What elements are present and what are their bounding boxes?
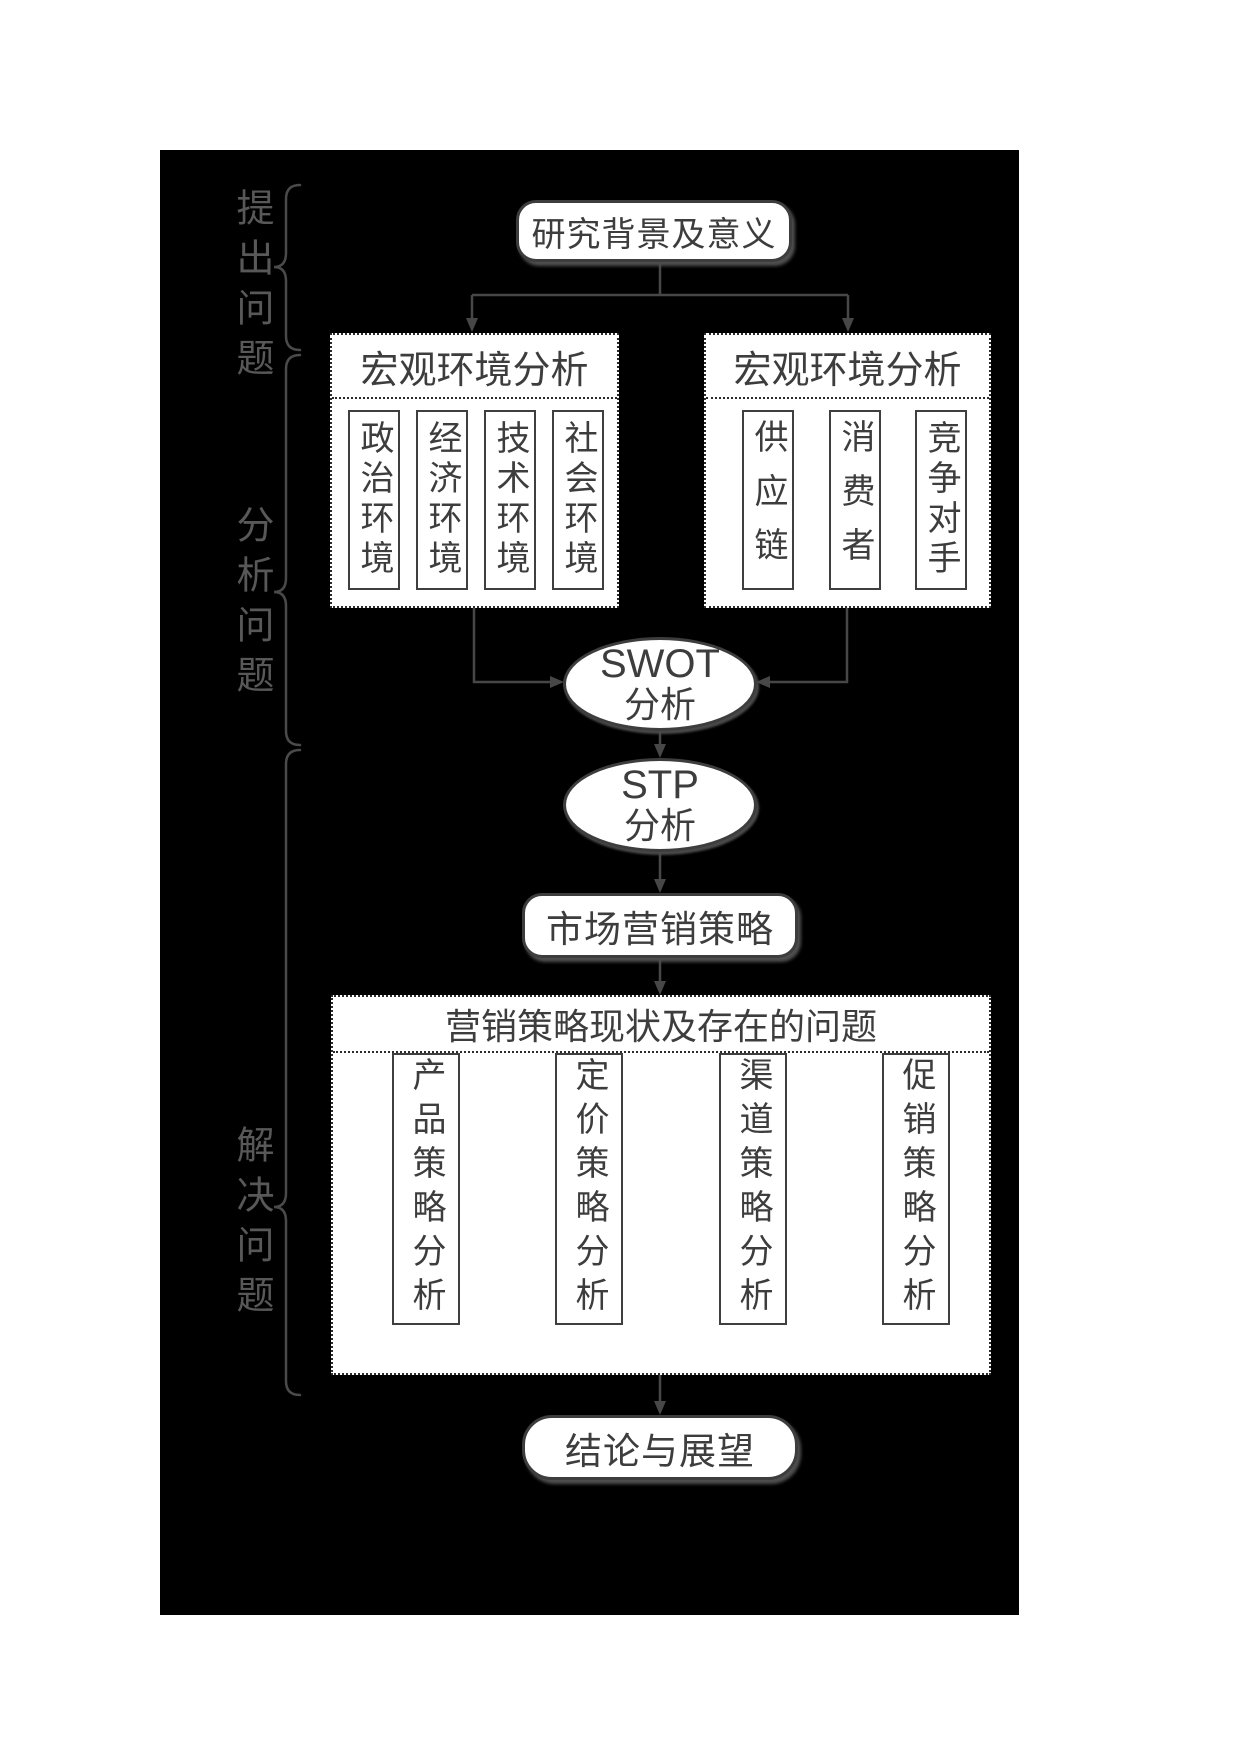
diagram-canvas: 提出问题 分析问题 解决问题 研究背景及意义 宏观环境分析 政治环境 经济环境 …	[160, 150, 1019, 1615]
status-item-promotion-strategy: 促销策略分析	[882, 1053, 950, 1325]
arrow-down-icon	[654, 744, 666, 758]
curly-brace-solve-problem	[273, 748, 302, 1397]
micro-item-supply-chain: 供应链	[742, 410, 794, 590]
stage-label-raise-problem: 提出问题	[230, 188, 272, 388]
stp-label-line2: 分析	[623, 805, 696, 847]
node-conclusion: 结论与展望	[522, 1415, 798, 1480]
arrow-down-icon	[654, 879, 666, 893]
arrow-down-icon	[466, 318, 478, 332]
micro-item-consumers: 消费者	[829, 410, 881, 590]
node-micro-environment-title: 宏观环境分析	[706, 335, 989, 399]
macro-item-technical: 技术环境	[484, 410, 536, 590]
curly-brace-analyze-problem	[273, 353, 302, 747]
arrow-left-icon	[756, 676, 770, 688]
curly-brace-raise-problem	[273, 183, 302, 352]
status-item-pricing-strategy: 定价策略分析	[555, 1053, 623, 1325]
node-macro-environment: 宏观环境分析 政治环境 经济环境 技术环境 社会环境	[330, 333, 619, 608]
connector-micro-to-swot	[768, 608, 849, 684]
macro-item-economic: 经济环境	[416, 410, 468, 590]
swot-label-line2: 分析	[623, 684, 696, 726]
stage-label-analyze-problem: 分析问题	[230, 505, 272, 705]
connector-macro-to-swot	[472, 608, 552, 684]
node-strategy-status: 营销策略现状及存在的问题 产品策略分析 定价策略分析 渠道策略分析 促销策略分析	[331, 995, 991, 1375]
node-stp-analysis: STP 分析	[563, 758, 757, 852]
node-research-background: 研究背景及意义	[516, 200, 792, 262]
node-marketing-strategy-label: 市场营销策略	[546, 908, 774, 950]
stp-label-line1: STP	[621, 763, 699, 808]
grouping-braces	[273, 183, 302, 1397]
macro-item-social: 社会环境	[552, 410, 604, 590]
status-item-channel-strategy: 渠道策略分析	[719, 1053, 787, 1325]
node-strategy-status-title: 营销策略现状及存在的问题	[333, 997, 989, 1053]
arrow-right-icon	[550, 676, 564, 688]
macro-item-political: 政治环境	[348, 410, 400, 590]
status-item-product-strategy: 产品策略分析	[392, 1053, 460, 1325]
swot-label-line1: SWOT	[600, 642, 720, 687]
node-macro-environment-title: 宏观环境分析	[332, 335, 617, 399]
node-micro-environment: 宏观环境分析 供应链 消费者 竞争对手	[704, 333, 991, 608]
stage-label-solve-problem: 解决问题	[230, 1125, 272, 1325]
node-conclusion-label: 结论与展望	[565, 1430, 755, 1472]
arrow-down-icon	[654, 981, 666, 995]
node-marketing-strategy: 市场营销策略	[522, 893, 798, 958]
micro-item-competitors: 竞争对手	[915, 410, 967, 590]
arrow-down-icon	[654, 1401, 666, 1415]
arrow-down-icon	[842, 318, 854, 332]
node-swot-analysis: SWOT 分析	[563, 637, 757, 731]
node-research-background-label: 研究背景及意义	[531, 215, 777, 254]
